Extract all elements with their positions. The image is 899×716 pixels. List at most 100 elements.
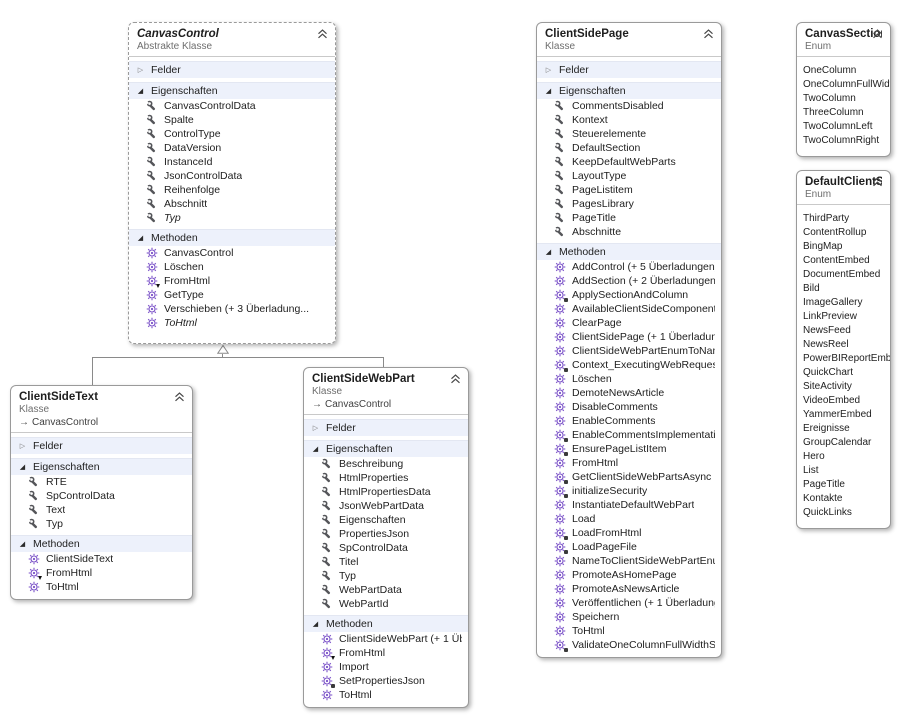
member-row[interactable]: Abschnitt <box>129 197 335 211</box>
enum-value-row[interactable]: ThirdParty <box>803 213 850 224</box>
member-row[interactable]: ToHtml <box>537 624 721 638</box>
member-row[interactable]: AvailableClientSideComponents (... <box>537 302 721 316</box>
member-row[interactable]: Verschieben (+ 3 Überladung... <box>129 302 335 316</box>
section-header-eigenschaften[interactable]: ◢Eigenschaften <box>537 82 721 99</box>
enum-value-row[interactable]: ContentEmbed <box>803 255 870 266</box>
enum-box-canvassectiontemplate[interactable]: CanvasSectionT...EnumOneColumnOneColumnF… <box>796 22 891 157</box>
section-header-eigenschaften[interactable]: ◢Eigenschaften <box>11 458 192 475</box>
member-row[interactable]: ToHtml <box>11 580 192 594</box>
member-row[interactable]: Speichern <box>537 610 721 624</box>
member-row[interactable]: DataVersion <box>129 141 335 155</box>
member-row[interactable]: Typ <box>11 517 192 531</box>
member-row[interactable]: ToHtml <box>129 316 335 330</box>
member-row[interactable]: Beschreibung <box>304 457 468 471</box>
member-row[interactable]: Typ <box>129 211 335 225</box>
section-header-felder[interactable]: ▷Felder <box>537 61 721 78</box>
member-row[interactable]: EnsurePageListItem <box>537 442 721 456</box>
member-row[interactable]: Veröffentlichen (+ 1 Überladung) <box>537 596 721 610</box>
member-row[interactable]: CanvasControl <box>129 246 335 260</box>
member-row[interactable]: Eigenschaften <box>304 513 468 527</box>
enum-value-row[interactable]: SiteActivity <box>803 381 852 392</box>
enum-value-row[interactable]: OneColumnFullWidth <box>803 79 890 90</box>
collapse-chevron-icon[interactable] <box>703 29 714 39</box>
member-row[interactable]: HtmlProperties <box>304 471 468 485</box>
expanded-triangle-icon[interactable]: ◢ <box>545 248 552 256</box>
member-row[interactable]: HtmlPropertiesData <box>304 485 468 499</box>
enum-value-row[interactable]: Hero <box>803 451 825 462</box>
enum-value-row[interactable]: ContentRollup <box>803 227 867 238</box>
member-row[interactable]: AddSection (+ 2 Überladungen) <box>537 274 721 288</box>
member-row[interactable]: GetType <box>129 288 335 302</box>
expanded-triangle-icon[interactable]: ◢ <box>137 87 144 95</box>
collapse-chevron-icon[interactable] <box>174 392 185 402</box>
enum-value-row[interactable]: BingMap <box>803 241 843 252</box>
collapsed-triangle-icon[interactable]: ▷ <box>545 66 552 74</box>
member-row[interactable]: EnableComments <box>537 414 721 428</box>
member-row[interactable]: JsonWebPartData <box>304 499 468 513</box>
member-row[interactable]: CanvasControlData <box>129 99 335 113</box>
member-row[interactable]: Abschnitte <box>537 225 721 239</box>
expanded-triangle-icon[interactable]: ◢ <box>312 620 319 628</box>
member-row[interactable]: LoadFromHtml <box>537 526 721 540</box>
enum-value-row[interactable]: Ereignisse <box>803 423 850 434</box>
member-row[interactable]: WebPartData <box>304 583 468 597</box>
enum-value-row[interactable]: Bild <box>803 283 820 294</box>
member-row[interactable]: ToHtml <box>304 688 468 702</box>
expanded-triangle-icon[interactable]: ◢ <box>312 445 319 453</box>
member-row[interactable]: PropertiesJson <box>304 527 468 541</box>
enum-box-defaultclientsidewebparts[interactable]: DefaultClientSid...EnumThirdPartyContent… <box>796 170 891 529</box>
section-header-methoden[interactable]: ◢Methoden <box>304 615 468 632</box>
member-row[interactable]: InstantiateDefaultWebPart <box>537 498 721 512</box>
enum-value-row[interactable]: OneColumn <box>803 65 857 76</box>
member-row[interactable]: SetPropertiesJson <box>304 674 468 688</box>
member-row[interactable]: ClientSideWebPart (+ 1 Über... <box>304 632 468 646</box>
enum-value-row[interactable]: TwoColumn <box>803 93 856 104</box>
expanded-triangle-icon[interactable]: ◢ <box>137 234 144 242</box>
member-row[interactable]: ClientSideText <box>11 552 192 566</box>
enum-value-row[interactable]: ImageGallery <box>803 297 863 308</box>
member-row[interactable]: EnableCommentsImplementation <box>537 428 721 442</box>
section-header-felder[interactable]: ▷Felder <box>304 419 468 436</box>
member-row[interactable]: ValidateOneColumnFullWidthSec... <box>537 638 721 652</box>
enum-value-row[interactable]: Kontakte <box>803 493 843 504</box>
enum-value-row[interactable]: LinkPreview <box>803 311 857 322</box>
expanded-triangle-icon[interactable]: ◢ <box>19 540 26 548</box>
section-header-methoden[interactable]: ◢Methoden <box>11 535 192 552</box>
member-row[interactable]: Löschen <box>129 260 335 274</box>
member-row[interactable]: KeepDefaultWebParts <box>537 155 721 169</box>
member-row[interactable]: Text <box>11 503 192 517</box>
collapse-chevron-icon[interactable] <box>317 29 328 39</box>
enum-value-row[interactable]: NewsReel <box>803 339 849 350</box>
member-row[interactable]: FromHtml <box>129 274 335 288</box>
member-row[interactable]: Steuerelemente <box>537 127 721 141</box>
member-row[interactable]: FromHtml <box>537 456 721 470</box>
member-row[interactable]: ApplySectionAndColumn <box>537 288 721 302</box>
enum-value-row[interactable]: YammerEmbed <box>803 409 872 420</box>
member-row[interactable]: Load <box>537 512 721 526</box>
collapse-chevron-icon[interactable] <box>872 177 883 187</box>
member-row[interactable]: Reihenfolge <box>129 183 335 197</box>
member-row[interactable]: SpControlData <box>304 541 468 555</box>
member-row[interactable]: Import <box>304 660 468 674</box>
enum-value-row[interactable]: DocumentEmbed <box>803 269 881 280</box>
member-row[interactable]: Typ <box>304 569 468 583</box>
member-row[interactable]: FromHtml <box>304 646 468 660</box>
member-row[interactable]: Kontext <box>537 113 721 127</box>
member-row[interactable]: Context_ExecutingWebRequest <box>537 358 721 372</box>
expanded-triangle-icon[interactable]: ◢ <box>19 463 26 471</box>
enum-value-row[interactable]: GroupCalendar <box>803 437 872 448</box>
collapse-chevron-icon[interactable] <box>450 374 461 384</box>
enum-header[interactable]: DefaultClientSid...Enum <box>797 171 890 205</box>
member-row[interactable]: AddControl (+ 5 Überladungen) <box>537 260 721 274</box>
member-row[interactable]: PageListitem <box>537 183 721 197</box>
enum-value-row[interactable]: TwoColumnRight <box>803 135 880 146</box>
member-row[interactable]: initializeSecurity <box>537 484 721 498</box>
member-row[interactable]: WebPartId <box>304 597 468 611</box>
member-row[interactable]: GetClientSideWebPartsAsync <box>537 470 721 484</box>
